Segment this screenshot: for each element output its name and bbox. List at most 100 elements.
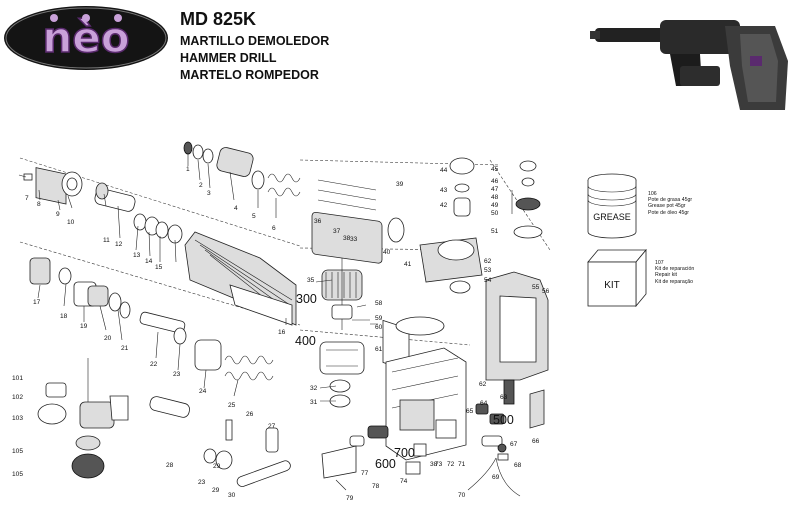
svg-text:68: 68 <box>514 462 522 469</box>
svg-text:73: 73 <box>435 461 443 468</box>
svg-text:72: 72 <box>447 461 455 468</box>
part-45-51 <box>511 160 543 239</box>
model-number: MD 825K <box>180 9 257 29</box>
svg-text:37: 37 <box>333 228 341 235</box>
svg-text:60: 60 <box>375 324 383 331</box>
product-image <box>590 20 788 110</box>
svg-text:7: 7 <box>25 195 29 202</box>
svg-text:44: 44 <box>440 167 448 174</box>
svg-text:103: 103 <box>12 415 23 422</box>
svg-text:42: 42 <box>440 202 448 209</box>
svg-text:51: 51 <box>491 228 499 235</box>
svg-text:102: 102 <box>12 394 23 401</box>
title-es: MARTILLO DEMOLEDOR <box>180 34 330 48</box>
svg-text:35: 35 <box>307 277 315 284</box>
neo-logo: nèo <box>4 6 168 70</box>
svg-text:64: 64 <box>480 400 488 407</box>
svg-text:25: 25 <box>228 402 236 409</box>
svg-text:2: 2 <box>199 182 203 189</box>
kit-box-text: KIT <box>604 280 620 291</box>
svg-text:15: 15 <box>155 264 163 271</box>
svg-text:18: 18 <box>60 313 68 320</box>
svg-text:74: 74 <box>400 478 408 485</box>
svg-text:105: 105 <box>12 448 23 455</box>
part-1-6-spindle <box>183 141 301 197</box>
part-60-62-housing <box>395 237 483 336</box>
svg-text:29: 29 <box>212 487 220 494</box>
svg-text:12: 12 <box>115 241 123 248</box>
svg-text:39: 39 <box>396 181 404 188</box>
svg-text:11: 11 <box>103 237 110 244</box>
part-400-field <box>319 341 365 375</box>
part-101-105-side-handle <box>37 358 129 479</box>
part-42-44 <box>449 157 475 217</box>
svg-text:78: 78 <box>372 483 380 490</box>
repair-kit-box: KIT <box>587 248 647 308</box>
svg-text:27: 27 <box>268 423 276 430</box>
svg-text:45: 45 <box>491 166 499 173</box>
svg-text:54: 54 <box>484 277 492 284</box>
svg-text:30: 30 <box>228 492 236 499</box>
svg-text:31: 31 <box>310 399 318 406</box>
svg-text:16: 16 <box>278 329 286 336</box>
part-70-cable <box>467 403 521 497</box>
svg-text:61: 61 <box>375 346 383 353</box>
part-77-79-cover-plate <box>321 445 357 491</box>
part-66-68 <box>497 389 545 461</box>
svg-text:17: 17 <box>33 299 41 306</box>
svg-text:47: 47 <box>491 186 499 193</box>
svg-text:69: 69 <box>492 474 500 481</box>
svg-text:71: 71 <box>458 461 466 468</box>
part-36-41-gear-housing <box>311 179 410 372</box>
svg-text:56: 56 <box>542 288 550 295</box>
svg-text:24: 24 <box>199 388 207 395</box>
assembly-500-label: 500 <box>493 413 514 427</box>
grease-part-label: 106 Pote de grasa 45gr Grease pot 45gr P… <box>648 191 693 216</box>
part-62-main-handle <box>485 271 549 405</box>
svg-text:1: 1 <box>186 166 190 173</box>
svg-text:19: 19 <box>80 323 88 330</box>
svg-text:41: 41 <box>404 261 412 268</box>
svg-text:40: 40 <box>383 249 391 256</box>
svg-text:50: 50 <box>491 210 499 217</box>
svg-text:53: 53 <box>484 267 492 274</box>
svg-text:6: 6 <box>272 225 276 232</box>
part-31-33-bearings <box>329 379 351 408</box>
svg-text:59: 59 <box>375 315 383 322</box>
title-en: HAMMER DRILL <box>180 51 277 65</box>
part-26-30 <box>149 396 291 487</box>
svg-text:38: 38 <box>343 235 351 242</box>
svg-text:65: 65 <box>466 408 474 415</box>
svg-text:43: 43 <box>440 187 448 194</box>
svg-text:28: 28 <box>166 462 174 469</box>
part-16-cover <box>184 231 297 326</box>
svg-text:49: 49 <box>491 202 499 209</box>
svg-text:70: 70 <box>458 492 466 499</box>
part-11-12-shaft <box>94 182 136 212</box>
svg-text:38: 38 <box>430 461 438 468</box>
part-7-9-block <box>23 167 83 205</box>
part-61-motor-housing <box>385 347 467 461</box>
svg-text:22: 22 <box>150 361 158 368</box>
svg-text:46: 46 <box>491 178 499 185</box>
grease-jar-text: GREASE <box>593 212 631 222</box>
assembly-400-label: 400 <box>295 334 316 348</box>
svg-text:36: 36 <box>314 218 322 225</box>
kit-part-label: 107 Kit de reparación Repair kit Kit de … <box>655 260 695 285</box>
svg-text:62: 62 <box>484 258 492 265</box>
svg-text:29: 29 <box>213 463 221 470</box>
svg-text:101: 101 <box>12 375 23 382</box>
svg-text:63: 63 <box>500 394 508 401</box>
assembly-300-label: 300 <box>296 292 317 306</box>
svg-text:62: 62 <box>479 381 487 388</box>
svg-text:32: 32 <box>310 385 318 392</box>
part-17-21 <box>29 257 131 319</box>
svg-text:55: 55 <box>532 284 540 291</box>
svg-text:20: 20 <box>104 335 112 342</box>
svg-text:48: 48 <box>491 194 499 201</box>
part-71-74-cord-parts <box>349 419 457 475</box>
svg-text:66: 66 <box>532 438 540 445</box>
title-pt: MARTELO ROMPEDOR <box>180 68 319 82</box>
